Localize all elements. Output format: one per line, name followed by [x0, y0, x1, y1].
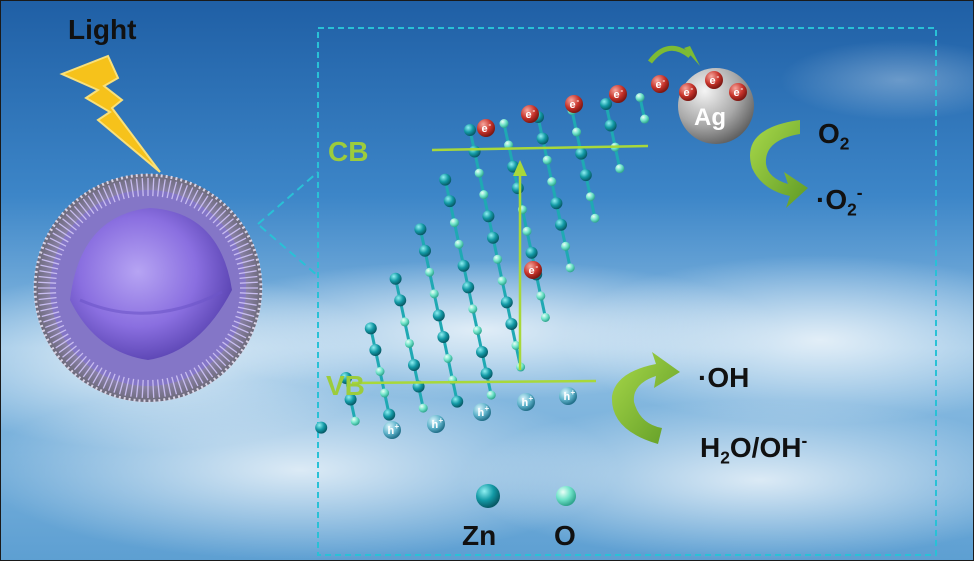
- svg-text:+: +: [529, 394, 534, 403]
- conduction-band-line: [431, 144, 649, 152]
- hole-icon: h+: [427, 415, 445, 433]
- svg-text:-: -: [536, 262, 539, 271]
- o2-label: O2: [818, 118, 850, 154]
- water-hydroxide-label: H2O/OH-: [700, 430, 808, 468]
- svg-text:-: -: [621, 86, 624, 95]
- electron-icon: e-: [565, 95, 583, 113]
- svg-text:e: e: [482, 123, 488, 135]
- hole-icon: h+: [383, 421, 401, 439]
- light-label: Light: [68, 14, 137, 45]
- electron-icon: e-: [729, 83, 747, 101]
- hole-icon: h+: [517, 393, 535, 411]
- svg-text:h: h: [388, 425, 395, 437]
- cb-label: CB: [328, 136, 369, 167]
- electron-icon: e-: [679, 83, 697, 101]
- ag-label: Ag: [694, 104, 726, 131]
- electron-icon: e-: [609, 85, 627, 103]
- superoxide-label: ·O2-: [816, 182, 863, 220]
- electron-icon: e-: [524, 261, 542, 279]
- zno-nanosphere: [33, 173, 263, 403]
- svg-text:e: e: [526, 109, 532, 121]
- svg-text:-: -: [691, 84, 694, 93]
- callout-line-top: [257, 171, 319, 225]
- svg-text:h: h: [564, 391, 571, 403]
- electron-icon: e-: [651, 75, 669, 93]
- hole-group: h+h+h+h+h+: [383, 387, 577, 439]
- svg-text:e: e: [570, 99, 576, 111]
- svg-text:e: e: [684, 87, 690, 99]
- svg-text:-: -: [741, 84, 744, 93]
- vb-label: VB: [326, 370, 365, 401]
- legend-zn-atom-icon: [476, 484, 500, 508]
- hydroxyl-radical-label: ·OH: [698, 362, 750, 393]
- legend-o-label: O: [554, 520, 576, 551]
- svg-text:-: -: [717, 72, 720, 81]
- svg-text:-: -: [663, 76, 666, 85]
- svg-text:e: e: [710, 75, 716, 87]
- valence-band-line: [351, 379, 597, 385]
- svg-text:h: h: [522, 397, 529, 409]
- svg-text:h: h: [478, 407, 485, 419]
- lightning-icon: [59, 54, 161, 173]
- hole-icon: h+: [559, 387, 577, 405]
- svg-text:-: -: [533, 106, 536, 115]
- svg-text:+: +: [571, 388, 576, 397]
- legend-o-atom-icon: [556, 486, 576, 506]
- svg-text:-: -: [489, 120, 492, 129]
- svg-text:e: e: [614, 89, 620, 101]
- water-oxidation-arrow: [611, 352, 680, 444]
- electron-icon: e-: [477, 119, 495, 137]
- cloud-layer: [0, 40, 974, 560]
- svg-text:+: +: [439, 416, 444, 425]
- svg-text:h: h: [432, 419, 439, 431]
- legend-zn-label: Zn: [462, 520, 497, 551]
- svg-text:+: +: [485, 404, 490, 413]
- electron-transfer-arrow: [648, 45, 700, 66]
- hole-icon: h+: [473, 403, 491, 421]
- svg-text:e: e: [656, 79, 662, 91]
- svg-text:e: e: [529, 265, 535, 277]
- excitation-arrow: [513, 160, 527, 370]
- electron-icon: e-: [705, 71, 723, 89]
- electron-group: e-e-e-e-e-e-e-e-e-: [477, 71, 747, 279]
- electron-icon: e-: [521, 105, 539, 123]
- svg-text:e: e: [734, 87, 740, 99]
- svg-text:-: -: [577, 96, 580, 105]
- o2-reduction-arrow: [750, 120, 808, 208]
- svg-text:+: +: [395, 422, 400, 431]
- zoom-frame: [317, 27, 937, 556]
